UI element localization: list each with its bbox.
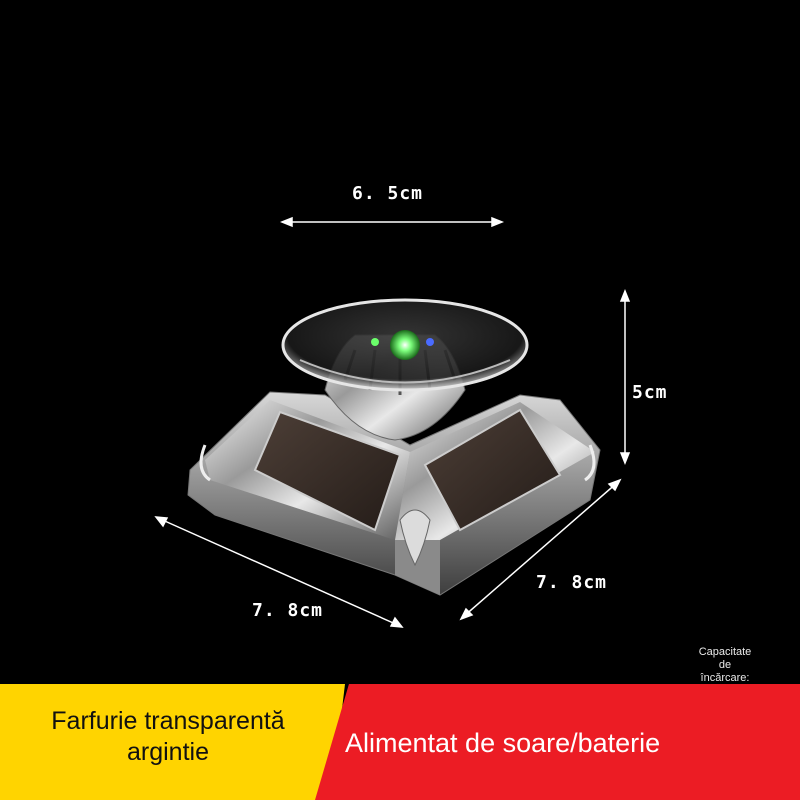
height-label: 5cm [632,382,668,403]
yellow-banner [0,684,345,800]
dimension-arrows [154,216,631,628]
power-source-label: Alimentat de soare/baterie [345,728,661,758]
red-banner [315,684,800,800]
base-width-right-label: 7. 8cm [536,572,608,593]
plate-type-label: Farfurie transparentă argintie [51,707,285,766]
led-light [371,330,434,360]
plate-diameter-label: 6. 5cm [352,183,424,204]
base-width-left-label: 7. 8cm [252,600,324,621]
turntable-base [187,391,601,596]
